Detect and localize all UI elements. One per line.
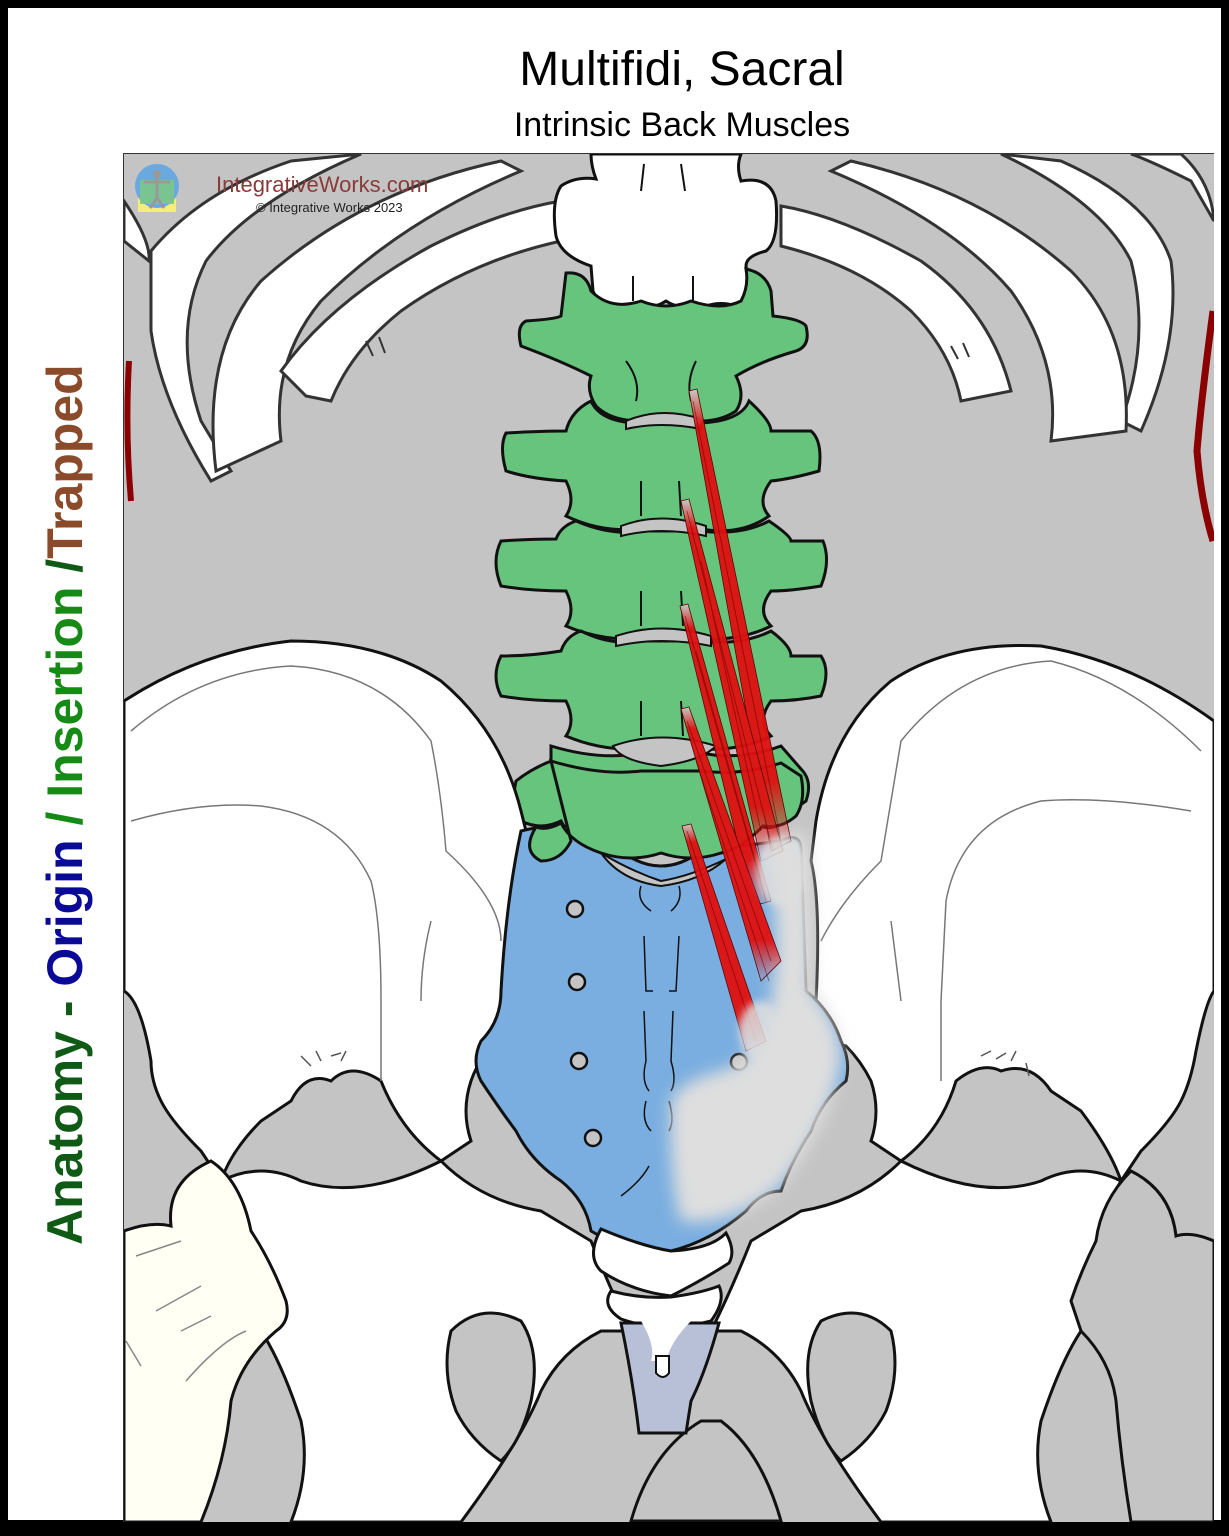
page-title: Multifidi, Sacral — [519, 43, 845, 96]
legend-label: Anatomy - Origin / Insertion /Trapped — [37, 364, 93, 1245]
brand-copyright: © Integrative Works 2023 — [256, 200, 403, 215]
pelvis-ilium — [124, 639, 1214, 1185]
sacral-foramina — [565, 899, 749, 1148]
body-outline — [124, 310, 1214, 543]
femur-head-right — [1069, 1169, 1214, 1522]
brand-site-name: IntegrativeWorks.com — [216, 172, 429, 197]
legend-separator: - — [37, 986, 93, 1032]
legend-insertion: Insertion — [37, 586, 93, 798]
anatomy-svg — [124, 154, 1214, 1522]
legend-separator: / — [37, 797, 93, 840]
legend-separator: / — [37, 558, 93, 587]
legend-anatomy: Anatomy — [37, 1031, 93, 1245]
legend-origin: Origin — [37, 839, 93, 987]
brand-watermark: IntegrativeWorks.com © Integrative Works… — [134, 162, 454, 217]
anatomy-illustration: IntegrativeWorks.com © Integrative Works… — [123, 153, 1214, 1522]
trapped-area — [670, 831, 841, 1222]
vitruvian-logo-icon — [135, 164, 179, 212]
page-subtitle: Intrinsic Back Muscles — [513, 106, 851, 144]
pelvis-lower — [218, 1159, 1124, 1522]
coccyx — [592, 1227, 734, 1435]
femur-head-left — [124, 1159, 289, 1522]
legend-trapped: Trapped — [37, 364, 93, 559]
